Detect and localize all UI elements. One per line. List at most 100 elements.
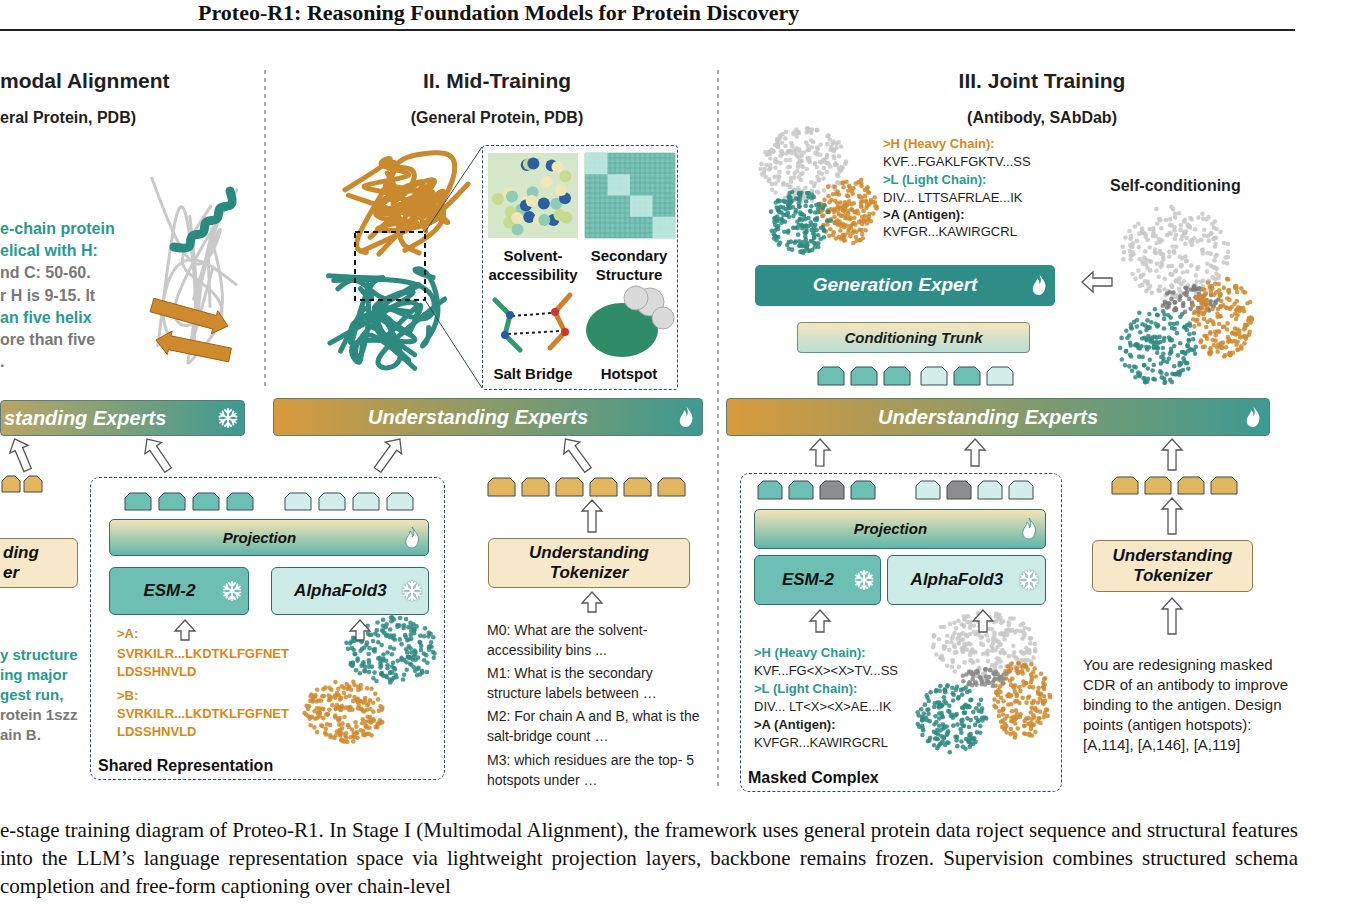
atom bbox=[851, 230, 856, 235]
atom bbox=[821, 176, 826, 181]
atom bbox=[798, 212, 803, 217]
surface-patch bbox=[506, 190, 518, 202]
atom bbox=[1039, 671, 1044, 676]
atom bbox=[1182, 325, 1187, 330]
atom bbox=[1168, 231, 1173, 236]
atom bbox=[777, 210, 782, 215]
atom bbox=[967, 669, 972, 674]
atom bbox=[1176, 370, 1181, 375]
atom bbox=[846, 194, 851, 199]
atom bbox=[799, 243, 804, 248]
atom bbox=[971, 673, 976, 678]
atom bbox=[826, 194, 831, 199]
atom bbox=[1041, 700, 1046, 705]
atom bbox=[1222, 260, 1227, 265]
atom bbox=[941, 657, 946, 662]
atom bbox=[1000, 718, 1005, 723]
atom bbox=[937, 688, 942, 693]
atom bbox=[975, 671, 980, 676]
atom bbox=[1194, 273, 1199, 278]
atom bbox=[838, 228, 843, 233]
atom bbox=[786, 170, 791, 175]
atom bbox=[983, 667, 988, 672]
atom bbox=[983, 667, 988, 672]
atom bbox=[942, 699, 947, 704]
atom bbox=[1009, 666, 1014, 671]
atom bbox=[839, 213, 844, 218]
atom bbox=[1177, 211, 1182, 216]
atom bbox=[771, 149, 776, 154]
atom bbox=[1244, 334, 1249, 339]
atom bbox=[1159, 226, 1164, 231]
atom bbox=[1133, 343, 1138, 348]
surface-patch bbox=[541, 176, 553, 188]
atom bbox=[925, 707, 930, 712]
atom bbox=[1121, 257, 1126, 262]
atom bbox=[785, 243, 790, 248]
atom bbox=[1187, 338, 1192, 343]
atom bbox=[1009, 662, 1014, 667]
atom bbox=[915, 710, 920, 715]
atom bbox=[780, 218, 785, 223]
atom bbox=[839, 144, 844, 149]
atom bbox=[1161, 257, 1166, 262]
atom bbox=[980, 715, 985, 720]
atom bbox=[1031, 713, 1036, 718]
atom bbox=[934, 652, 939, 657]
atom bbox=[1217, 330, 1222, 335]
atom bbox=[945, 731, 950, 736]
atom bbox=[831, 192, 836, 197]
atom bbox=[1018, 623, 1023, 628]
atom bbox=[809, 239, 814, 244]
atom bbox=[1134, 365, 1139, 370]
atom bbox=[806, 158, 811, 163]
atom bbox=[867, 212, 872, 217]
atom bbox=[1037, 716, 1042, 721]
atom bbox=[920, 733, 925, 738]
zoom-leader bbox=[425, 147, 482, 232]
surface-patch bbox=[492, 193, 504, 205]
token bbox=[1145, 477, 1171, 494]
atom bbox=[781, 182, 786, 187]
atom bbox=[1199, 280, 1204, 285]
atom bbox=[840, 180, 845, 185]
atom bbox=[786, 165, 791, 170]
atom bbox=[951, 633, 956, 638]
atom bbox=[1191, 337, 1196, 342]
atom bbox=[1157, 217, 1162, 222]
atom bbox=[1211, 265, 1216, 270]
token bbox=[789, 481, 813, 499]
atom bbox=[1179, 223, 1184, 228]
atom bbox=[994, 690, 999, 695]
atom bbox=[795, 220, 800, 225]
atom bbox=[1162, 317, 1167, 322]
atom bbox=[1041, 685, 1046, 690]
atom bbox=[1189, 217, 1194, 222]
atom bbox=[926, 712, 931, 717]
atom bbox=[1221, 340, 1226, 345]
atom bbox=[867, 202, 872, 207]
atom bbox=[797, 204, 802, 209]
protein-ribbon bbox=[356, 284, 372, 357]
atom bbox=[1033, 674, 1038, 679]
atom bbox=[874, 206, 879, 211]
atom bbox=[1140, 259, 1145, 264]
atom bbox=[1211, 322, 1216, 327]
atom bbox=[1029, 727, 1034, 732]
atom bbox=[1142, 363, 1147, 368]
atom bbox=[773, 190, 778, 195]
atom bbox=[1146, 325, 1151, 330]
atom bbox=[1169, 350, 1174, 355]
atom bbox=[1183, 231, 1188, 236]
atom bbox=[869, 198, 874, 203]
atom bbox=[919, 707, 924, 712]
atom bbox=[859, 228, 864, 233]
atom bbox=[780, 132, 785, 137]
token bbox=[658, 478, 685, 496]
token bbox=[125, 493, 151, 510]
atom bbox=[960, 692, 965, 697]
atom bbox=[1155, 221, 1160, 226]
token bbox=[987, 367, 1013, 385]
atom bbox=[777, 199, 782, 204]
atom bbox=[815, 128, 820, 133]
